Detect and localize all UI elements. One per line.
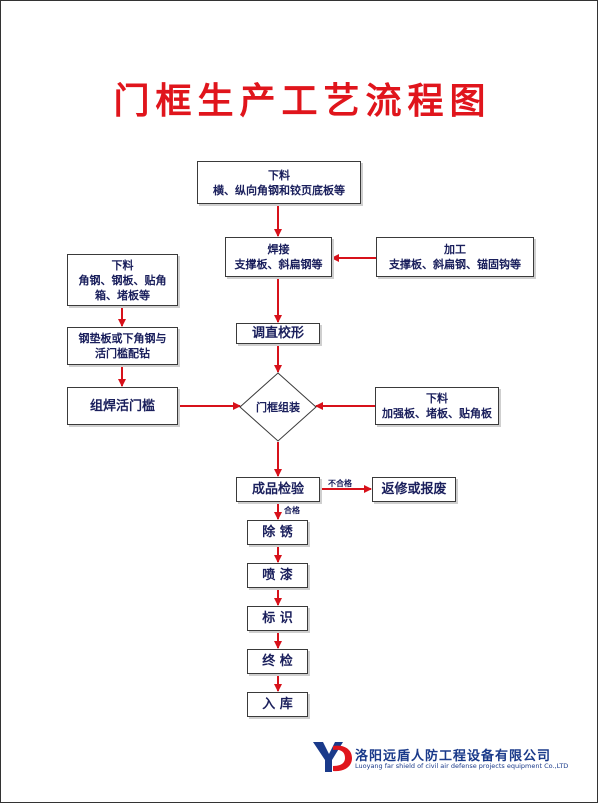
node-xialiao-top: 下料 横、纵向角钢和铰页底板等 <box>197 161 361 204</box>
company-name: 洛阳远盾人防工程设备有限公司 <box>355 749 552 764</box>
node-line: 成品检验 <box>251 482 304 497</box>
node-line: 标 识 <box>262 611 293 626</box>
node-line: 返修或报废 <box>381 482 447 497</box>
edge-label-fail: 不合格 <box>328 479 352 488</box>
node-line: 钢垫板或下角钢与 <box>78 332 167 345</box>
node-line: 入 库 <box>262 697 293 712</box>
node-line: 下料 <box>111 258 134 272</box>
top-border <box>0 0 598 1</box>
node-line: 支撑板、斜扁钢等 <box>234 258 323 271</box>
node-penqi: 喷 漆 <box>247 563 308 588</box>
node-line: 支撑板、斜扁钢、锚固钩等 <box>389 258 521 271</box>
node-ruku: 入 库 <box>247 692 308 717</box>
node-line: 终 检 <box>262 654 293 669</box>
company-name-en: Luoyang far shield of civil air defense … <box>355 762 569 770</box>
node-zhongjian: 终 检 <box>247 649 308 674</box>
page-title: 门框生产工艺流程图 <box>113 81 492 122</box>
node-biaoshi: 标 识 <box>247 606 308 631</box>
node-line: 活门槛配钻 <box>95 347 150 360</box>
node-gangdian: 钢垫板或下角钢与 活门槛配钻 <box>67 327 178 365</box>
node-xialiao-left: 下料 角钢、钢板、贴角 箱、堵板等 <box>67 254 178 306</box>
node-tiaozhi: 调直校形 <box>236 323 320 344</box>
node-line: 除 锈 <box>262 525 293 540</box>
node-zuhan: 组焊活门槛 <box>67 387 178 425</box>
menkuang-diamond <box>239 372 317 442</box>
node-line: 调直校形 <box>251 326 304 341</box>
node-fanxiu: 返修或报废 <box>372 477 456 502</box>
node-line: 组焊活门槛 <box>89 398 155 414</box>
node-line: 下料 <box>426 392 448 405</box>
company-logo-icon <box>313 742 352 772</box>
node-hanjie: 焊接 支撑板、斜扁钢等 <box>225 237 332 277</box>
node-xialiao-right: 下料 加强板、堵板、贴角板 <box>375 387 499 425</box>
node-chengpin: 成品检验 <box>236 477 320 502</box>
node-line: 喷 漆 <box>262 568 293 583</box>
node-line: 焊接 <box>267 243 290 256</box>
node-line: 角钢、钢板、贴角 <box>78 273 167 287</box>
node-jiagong: 加工 支撑板、斜扁钢、锚固钩等 <box>376 237 534 277</box>
node-line: 横、纵向角钢和铰页底板等 <box>213 183 345 197</box>
node-chuxiu: 除 锈 <box>247 520 308 545</box>
node-line: 箱、堵板等 <box>95 288 150 302</box>
node-line: 加工 <box>444 243 466 256</box>
node-menkuang-label: 门框组装 <box>256 401 300 414</box>
node-line: 加强板、堵板、贴角板 <box>382 407 492 420</box>
node-line: 下料 <box>268 168 290 182</box>
edge-label-pass: 合格 <box>284 506 300 515</box>
